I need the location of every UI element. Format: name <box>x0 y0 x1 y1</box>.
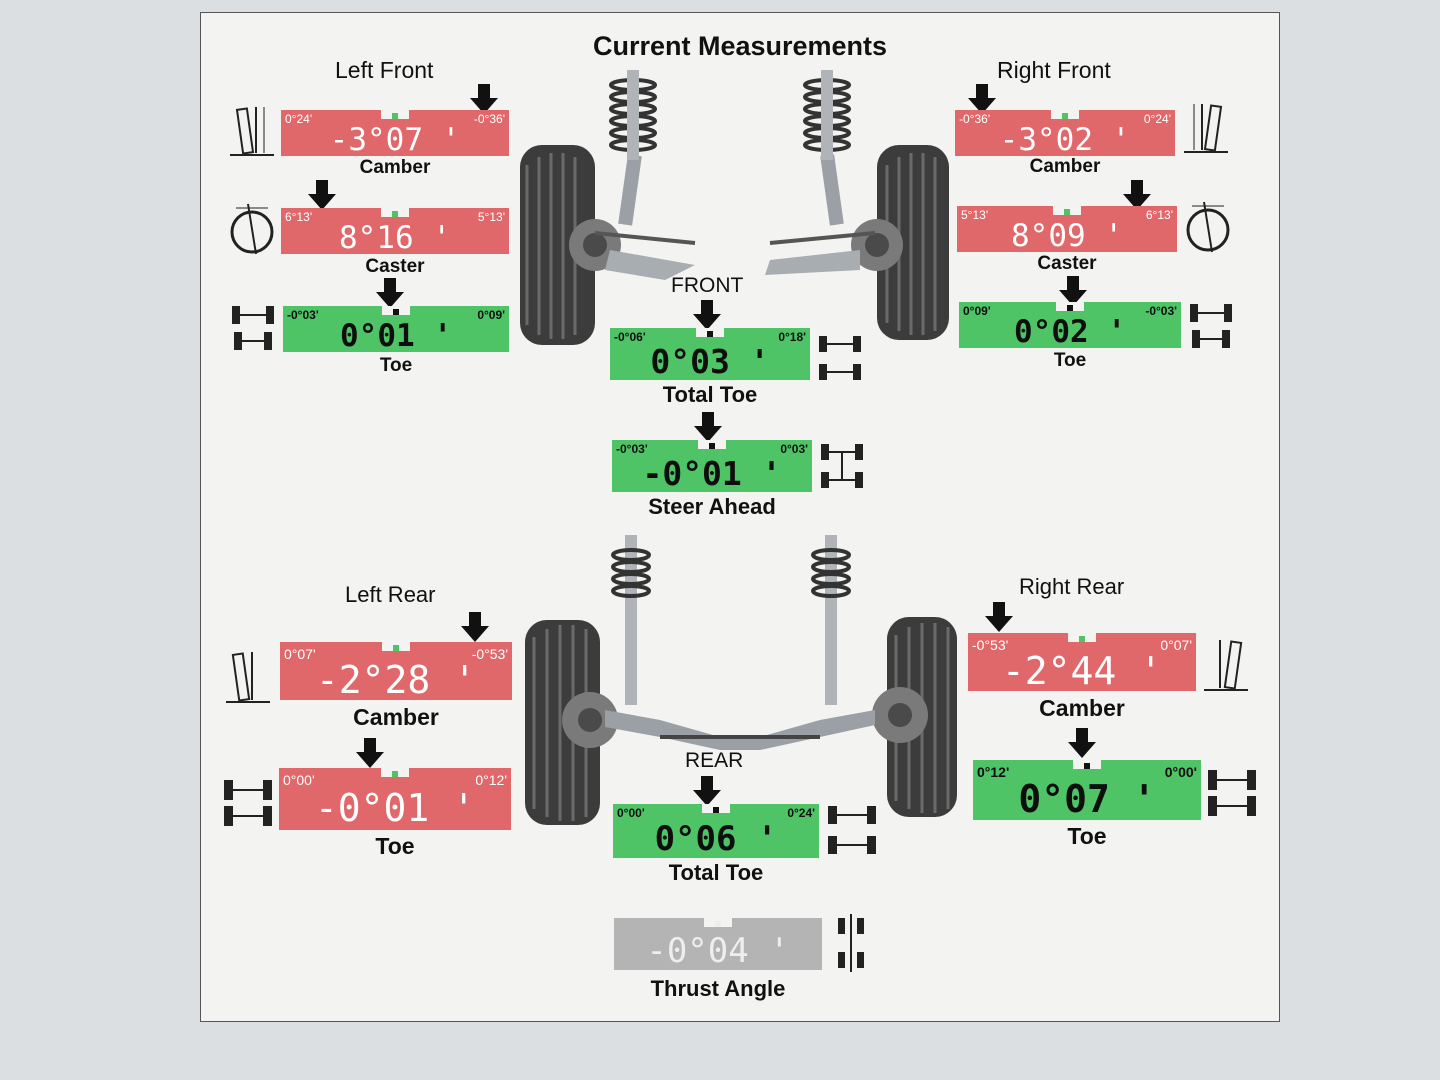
camber-value: -3°07 ' <box>329 122 461 158</box>
tolerance-max: 0°09' <box>477 308 505 322</box>
tolerance-min: 5°13' <box>961 208 989 222</box>
toe-diagram-icon <box>224 780 272 826</box>
thrust-angle-label: Thrust Angle <box>650 976 786 1001</box>
heading-rear: REAR <box>685 749 744 772</box>
lr-camber-gauge: 0°07' -0°53' -2°28 ' <box>280 642 512 702</box>
tolerance-min: 0°12' <box>977 764 1010 780</box>
tolerance-min: -0°03' <box>616 442 648 456</box>
tolerance-min: -0°53' <box>972 637 1009 653</box>
tolerance-max: 0°12' <box>475 772 507 788</box>
camber-label: Camber <box>359 157 431 178</box>
heading-left-rear: Left Rear <box>345 582 436 607</box>
steer-ahead-label: Steer Ahead <box>648 494 776 519</box>
lf-camber-gauge: 0°24' -0°36' -3°07 ' <box>281 110 509 158</box>
tolerance-max: 0°24' <box>787 806 815 820</box>
tolerance-min: 0°00' <box>283 772 315 788</box>
camber-diagram-icon <box>1184 104 1228 153</box>
toe-label: Toe <box>375 833 415 859</box>
tolerance-max: 0°03' <box>780 442 808 456</box>
front-suspension-illustration <box>520 70 949 345</box>
camber-label: Camber <box>1039 695 1125 721</box>
rf-toe-gauge: 0°09' -0°03' 0°02 ' <box>959 302 1181 350</box>
rf-caster-gauge: 5°13' 6°13' 8°09 ' <box>957 206 1177 254</box>
rf-camber-gauge: -0°36' 0°24' -3°02 ' <box>955 110 1175 158</box>
steer-ahead-diagram-icon <box>821 444 863 488</box>
toe-diagram-icon <box>1208 770 1256 816</box>
lf-toe-gauge: -0°03' 0°09' 0°01 ' <box>283 306 509 354</box>
toe-diagram-icon <box>1190 304 1232 348</box>
heading-front: FRONT <box>671 274 744 297</box>
toe-value: 0°07 ' <box>1018 777 1156 821</box>
tolerance-max: 5°13' <box>477 210 505 224</box>
heading-right-front: Right Front <box>997 57 1111 83</box>
total-toe-value: 0°03 ' <box>650 342 770 381</box>
tolerance-min: 0°00' <box>617 806 645 820</box>
tolerance-min: 0°07' <box>284 646 316 662</box>
camber-label: Camber <box>1029 156 1101 177</box>
lf-caster-gauge: 6°13' 5°13' 8°16 ' <box>281 208 509 256</box>
heading-right-rear: Right Rear <box>1019 574 1125 599</box>
toe-diagram-icon <box>232 306 274 350</box>
tolerance-min: -0°03' <box>287 308 319 322</box>
tolerance-min: -0°36' <box>959 112 991 126</box>
tolerance-max: 0°00' <box>1164 764 1197 780</box>
rr-camber-gauge: -0°53' 0°07' -2°44 ' <box>968 633 1196 693</box>
total-toe-value: 0°06 ' <box>654 819 778 859</box>
tolerance-min: -0°06' <box>614 330 646 344</box>
rear-total-toe-gauge: 0°00' 0°24' 0°06 ' <box>613 804 819 859</box>
caster-value: 8°16 ' <box>339 220 451 256</box>
camber-diagram-icon <box>226 652 270 703</box>
caster-diagram-icon <box>1186 201 1230 253</box>
tolerance-max: -0°36' <box>473 112 505 126</box>
tolerance-min: 0°24' <box>285 112 313 126</box>
toe-label: Toe <box>1053 350 1087 371</box>
total-toe-label: Total Toe <box>662 382 758 407</box>
tolerance-min: 6°13' <box>285 210 313 224</box>
total-toe-label: Total Toe <box>668 860 764 885</box>
caster-diagram-icon <box>230 203 274 255</box>
toe-value: 0°01 ' <box>340 318 452 354</box>
toe-value: -0°01 ' <box>314 786 476 830</box>
toe-diagram-icon <box>828 806 876 854</box>
camber-value: -2°44 ' <box>1001 649 1163 693</box>
caster-label: Caster <box>365 256 425 277</box>
front-total-toe-gauge: -0°06' 0°18' 0°03 ' <box>610 328 810 381</box>
tolerance-max: -0°03' <box>1145 304 1177 318</box>
steer-ahead-gauge: -0°03' 0°03' -0°01 ' <box>612 440 812 493</box>
steer-ahead-value: -0°01 ' <box>642 454 782 493</box>
camber-diagram-icon <box>1204 640 1248 691</box>
tolerance-max: 0°07' <box>1160 637 1192 653</box>
heading-left-front: Left Front <box>335 57 434 83</box>
rear-suspension-illustration <box>525 535 957 825</box>
tolerance-max: -0°53' <box>471 646 508 662</box>
camber-diagram-icon <box>230 107 274 156</box>
camber-value: -3°02 ' <box>999 122 1131 158</box>
camber-label: Camber <box>353 704 439 730</box>
tolerance-min: 0°09' <box>963 304 991 318</box>
thrust-angle-diagram-icon <box>838 914 864 972</box>
caster-value: 8°09 ' <box>1011 218 1123 254</box>
toe-label: Toe <box>1067 823 1107 849</box>
caster-label: Caster <box>1037 253 1097 274</box>
rr-toe-gauge: 0°12' 0°00' 0°07 ' <box>973 760 1201 821</box>
page-title: Current Measurements <box>592 31 888 61</box>
tolerance-max: 6°13' <box>1145 208 1173 222</box>
toe-diagram-icon <box>819 336 861 380</box>
toe-label: Toe <box>379 355 413 376</box>
thrust-angle-gauge: -0°04 ' <box>614 918 822 971</box>
tolerance-max: 0°24' <box>1143 112 1171 126</box>
toe-value: 0°02 ' <box>1014 314 1126 350</box>
tolerance-max: 0°18' <box>778 330 806 344</box>
lr-toe-gauge: 0°00' 0°12' -0°01 ' <box>279 768 511 830</box>
camber-value: -2°28 ' <box>315 658 477 702</box>
thrust-angle-value: -0°04 ' <box>646 931 790 971</box>
